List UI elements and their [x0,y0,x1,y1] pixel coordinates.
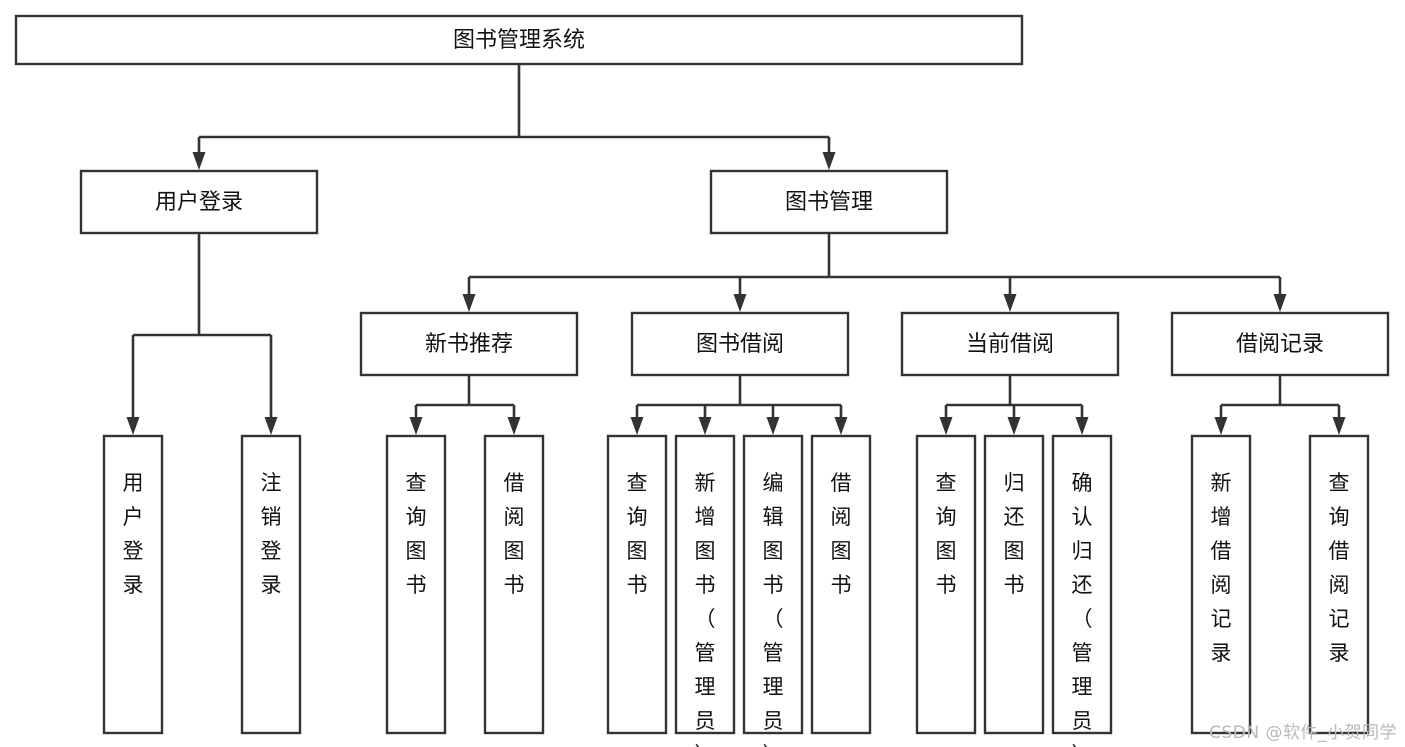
arrow-head-icon [834,417,848,435]
node-box[interactable] [1051,434,1113,735]
node-label: 查询借阅记录 [1329,471,1350,665]
node-box[interactable] [79,169,319,235]
node-label: 借阅图书 [831,471,852,597]
node-book-management[interactable]: 图书管理 [709,169,949,235]
node-box[interactable] [102,434,164,735]
node-box[interactable] [606,434,668,735]
edge-group-current-borrow [939,375,1089,435]
node-label: 当前借阅 [966,332,1054,357]
node-box[interactable] [1170,311,1390,377]
node-leaf-borrow-book-new[interactable]: 借阅图书 [483,434,545,735]
node-leaf-query-book-cur[interactable]: 查询图书 [915,434,977,735]
arrow-head-icon [192,152,206,170]
arrow-head-icon [1214,417,1228,435]
node-box[interactable] [483,434,545,735]
node-label: 查询图书 [627,471,648,597]
arrow-head-icon [939,417,953,435]
arrow-head-icon [766,417,780,435]
arrow-head-icon [264,417,278,435]
connector-layer [126,64,1346,435]
edge-group-root [192,64,836,170]
node-leaf-query-book-borrow[interactable]: 查询图书 [606,434,668,735]
arrow-head-icon [126,417,140,435]
node-leaf-user-login[interactable]: 用户登录 [102,434,164,735]
node-box[interactable] [240,434,302,735]
node-box[interactable] [630,311,850,377]
arrow-head-icon [1273,294,1287,312]
node-label: 编辑图书（管理员） [763,471,784,747]
node-book-borrow[interactable]: 图书借阅 [630,311,850,377]
edge-group-book-management [462,233,1287,312]
arrow-head-icon [1003,294,1017,312]
edge-group-new-book-recommend [409,375,521,435]
node-label: 图书管理 [785,190,873,215]
node-leaf-query-book-new[interactable]: 查询图书 [385,434,447,735]
arrow-head-icon [630,417,644,435]
node-label: 归还图书 [1004,471,1025,597]
arrow-head-icon [1332,417,1346,435]
node-label: 新增借阅记录 [1211,471,1232,665]
edge-group-user-login [126,233,278,435]
node-box[interactable] [359,311,579,377]
node-leaf-query-record[interactable]: 查询借阅记录 [1308,434,1370,735]
arrow-head-icon [1075,417,1089,435]
node-leaf-confirm-return[interactable]: 确认归还（管理员） [1051,434,1113,747]
edge-group-book-borrow [630,375,848,435]
arrow-head-icon [698,417,712,435]
arrow-head-icon [1007,417,1021,435]
node-box[interactable] [1308,434,1370,735]
node-box[interactable] [14,14,1024,66]
edge-group-borrow-record [1214,375,1346,435]
watermark-label: CSDN @软件_小贺同学 [1209,723,1397,743]
node-label: 新增图书（管理员） [695,471,716,747]
node-root[interactable]: 图书管理系统 [14,14,1024,66]
node-user-login[interactable]: 用户登录 [79,169,319,235]
node-box[interactable] [1190,434,1252,735]
node-leaf-return-book[interactable]: 归还图书 [983,434,1045,735]
arrow-head-icon [507,417,521,435]
node-leaf-add-book[interactable]: 新增图书（管理员） [674,434,736,747]
node-label: 确认归还（管理员） [1072,471,1093,747]
node-box[interactable] [915,434,977,735]
node-box[interactable] [983,434,1045,735]
node-label: 查询图书 [936,471,957,597]
node-label: 图书借阅 [696,332,784,357]
arrow-head-icon [733,294,747,312]
arrow-head-icon [822,152,836,170]
node-label: 查询图书 [406,471,427,597]
node-new-book-recommend[interactable]: 新书推荐 [359,311,579,377]
node-label: 图书管理系统 [453,28,585,53]
arrow-head-icon [409,417,423,435]
node-box[interactable] [742,434,804,735]
node-box[interactable] [709,169,949,235]
node-label: 用户登录 [155,190,243,215]
node-box[interactable] [900,311,1120,377]
node-borrow-record[interactable]: 借阅记录 [1170,311,1390,377]
node-box[interactable] [674,434,736,735]
node-box[interactable] [385,434,447,735]
node-current-borrow[interactable]: 当前借阅 [900,311,1120,377]
node-leaf-borrow-book[interactable]: 借阅图书 [810,434,872,735]
node-leaf-edit-book[interactable]: 编辑图书（管理员） [742,434,804,747]
node-box[interactable] [810,434,872,735]
node-label: 新书推荐 [425,332,513,357]
node-label: 借阅图书 [504,471,525,597]
arrow-head-icon [462,294,476,312]
node-leaf-logout[interactable]: 注销登录 [240,434,302,735]
node-leaf-add-record[interactable]: 新增借阅记录 [1190,434,1252,735]
node-label: 注销登录 [261,471,282,597]
node-label: 用户登录 [123,471,144,597]
node-label: 借阅记录 [1236,332,1324,357]
